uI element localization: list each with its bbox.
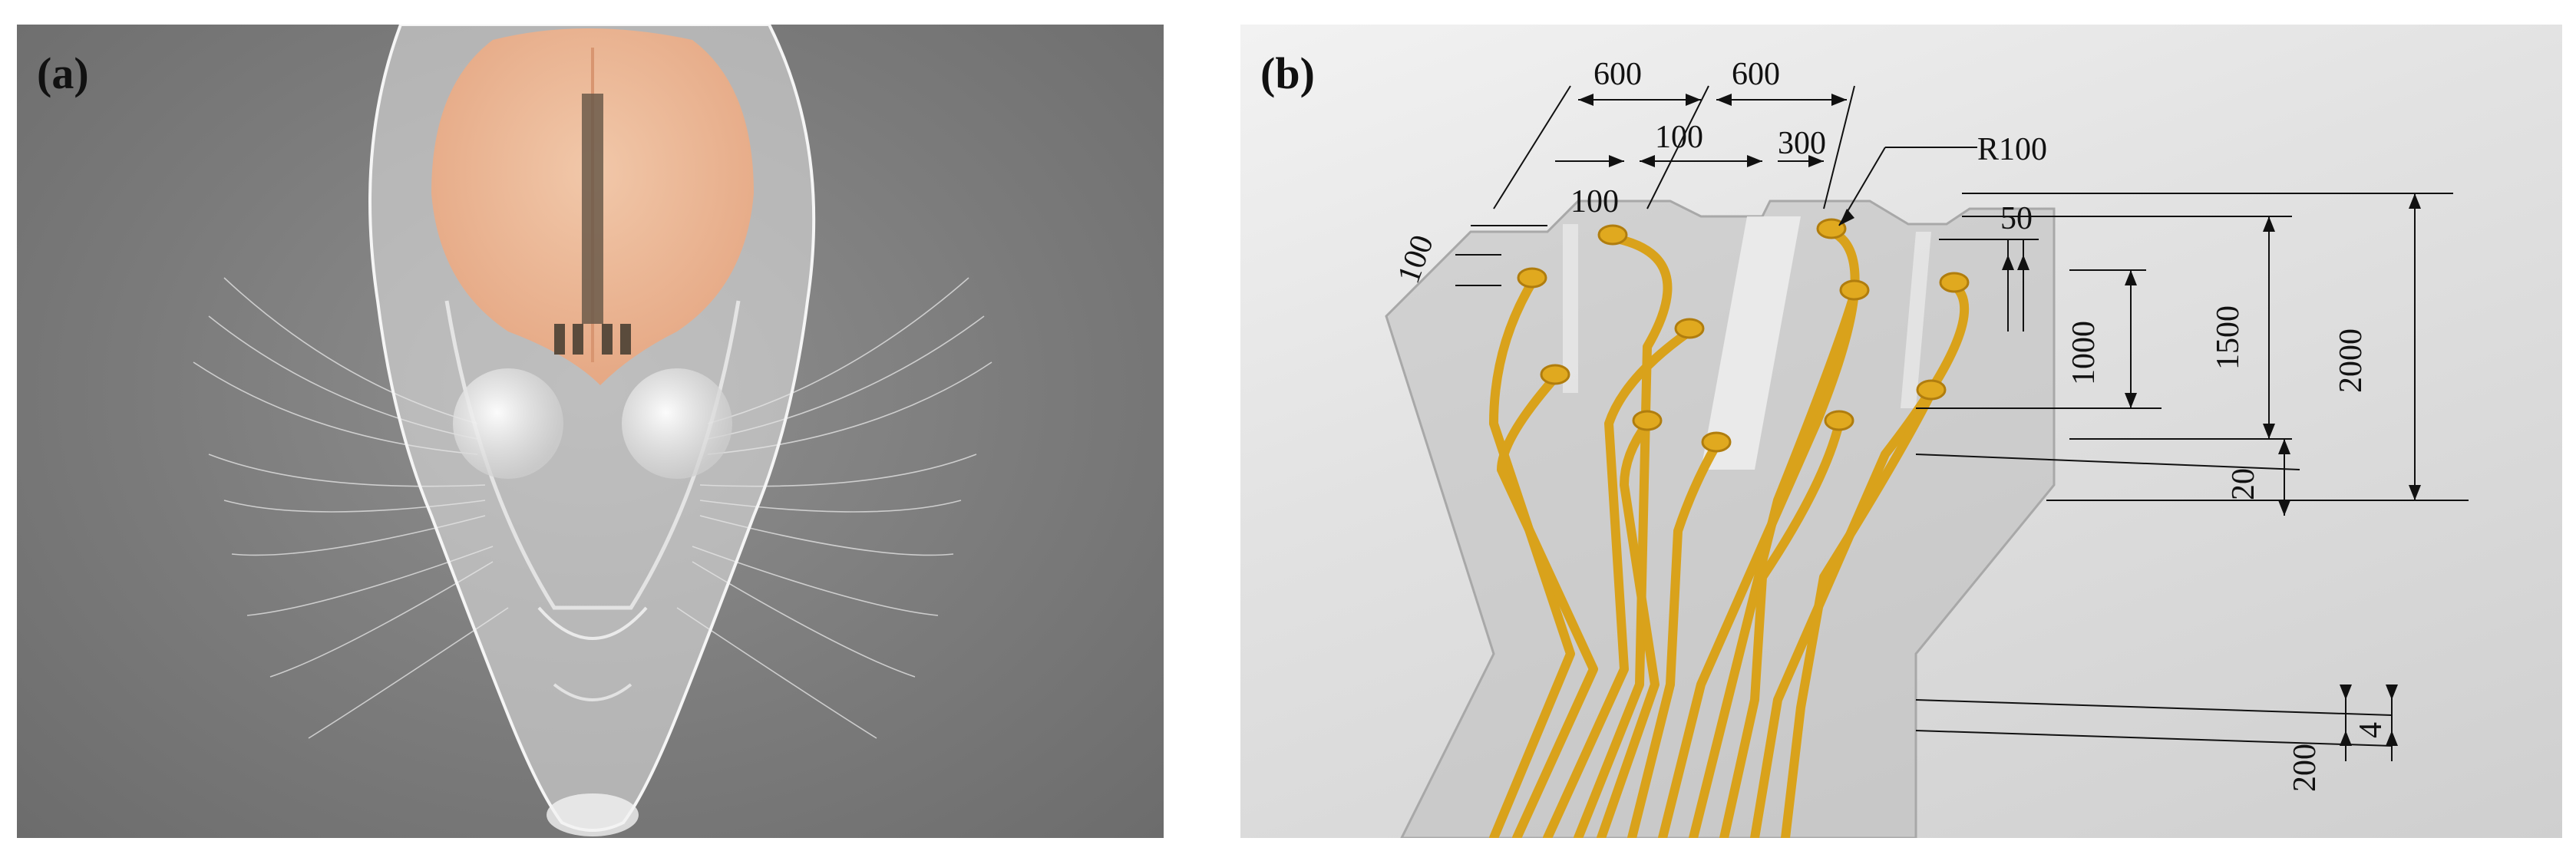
dim-100-top: 100 (1655, 120, 1703, 155)
dim-600-left: 600 (1593, 57, 1642, 92)
dim-r100: R100 (1977, 132, 2047, 167)
dim-1500: 1500 (2211, 305, 2246, 370)
panel-a-label: (a) (37, 48, 89, 98)
left-eye (453, 368, 563, 479)
electrode-dimension-drawing: 600 600 100 300 R100 100 50 100 1000 150… (1385, 57, 2469, 838)
dim-4: 4 (2353, 722, 2389, 738)
dim-2000: 2000 (2333, 328, 2369, 393)
dimension-arrows (1578, 94, 2421, 746)
dim-20: 20 (2226, 468, 2261, 500)
dim-100-mid: 100 (1570, 184, 1619, 219)
dim-600-right: 600 (1732, 57, 1780, 92)
right-eye (622, 368, 732, 479)
panel-b-electrode-diagram: 600 600 100 300 R100 100 50 100 1000 150… (1240, 25, 2562, 838)
dim-1000: 1000 (2066, 321, 2102, 385)
electrode-pads (1517, 218, 1970, 453)
dim-300: 300 (1778, 126, 1826, 161)
dim-50: 50 (2000, 201, 2033, 236)
substrate (1385, 200, 2056, 838)
electrode-traces (1489, 227, 1970, 838)
panel-a-rat-illustration: (a) (17, 25, 1164, 838)
electrode-shank (582, 94, 603, 324)
panel-b-label: (b) (1260, 48, 1315, 98)
rat-head-illustration (193, 25, 992, 836)
nose (547, 793, 639, 836)
electrode-pads (554, 324, 631, 355)
dim-200: 200 (2287, 744, 2323, 792)
